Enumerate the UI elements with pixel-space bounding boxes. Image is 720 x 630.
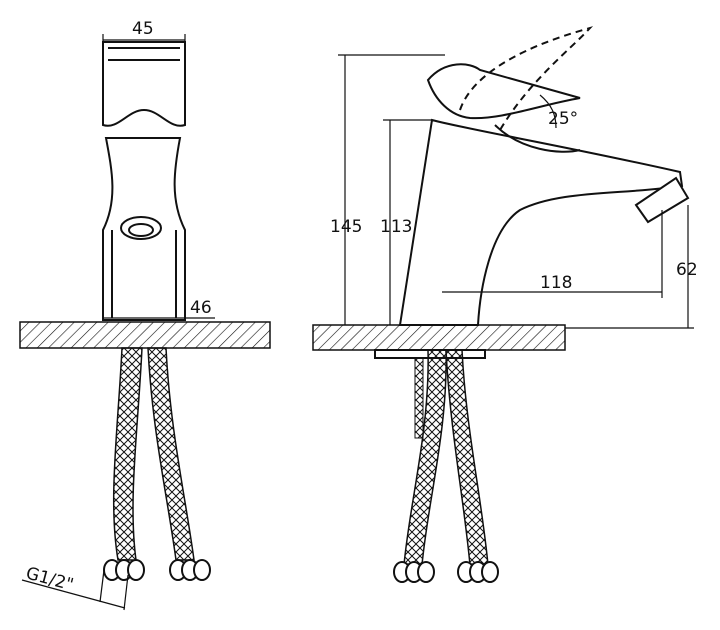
dim-thread: G1/2" xyxy=(24,564,76,596)
dim-total-height: 145 xyxy=(330,217,362,237)
dim-body-height: 113 xyxy=(380,217,412,237)
hose-nut-side-left xyxy=(393,561,435,583)
faucet-body-side xyxy=(398,118,684,326)
countertop-side xyxy=(312,324,566,351)
hose-side-left xyxy=(403,349,447,566)
hose-nut-left xyxy=(103,559,145,581)
dim-lever-angle: 25° xyxy=(548,109,578,129)
mounting-stud xyxy=(414,357,424,439)
dim-top-width: 45 xyxy=(132,19,154,39)
dim-spout-reach: 118 xyxy=(540,273,572,293)
hose-nut-right xyxy=(169,559,211,581)
hose-left xyxy=(112,347,143,561)
spout-tip xyxy=(634,176,690,224)
front-view: 45 46 G1/2" xyxy=(19,19,271,611)
dim-spout-height: 62 xyxy=(676,260,698,280)
handle-front xyxy=(102,41,186,127)
countertop-front xyxy=(19,321,271,349)
lever-open-outline xyxy=(459,26,594,131)
side-view: 145 113 25° 118 62 xyxy=(312,26,698,583)
hose-nut-side-right xyxy=(457,561,499,583)
hose-right xyxy=(147,347,195,561)
lever-closed xyxy=(426,63,581,120)
hose-side-right xyxy=(445,349,489,566)
dim-base-width: 46 xyxy=(190,298,212,318)
